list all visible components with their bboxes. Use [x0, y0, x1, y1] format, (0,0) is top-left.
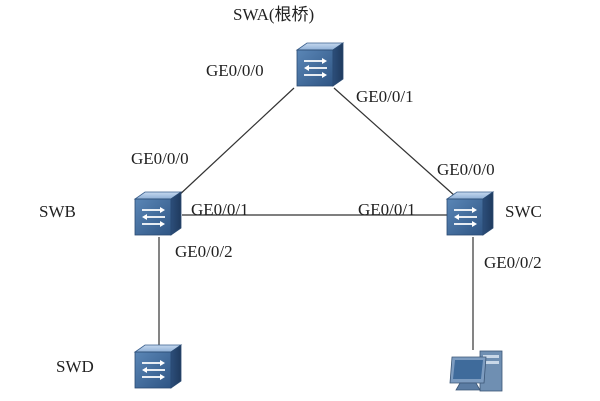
- link-swa-swc: [333, 87, 456, 197]
- desktop-computer-icon: [449, 350, 503, 392]
- swb-switch-icon: [134, 191, 182, 236]
- swa-title: SWA(根桥): [233, 5, 315, 24]
- port-swa-ge0-0-1: GE0/0/1: [356, 87, 414, 106]
- swb-label: SWB: [39, 202, 76, 221]
- swc-switch-icon: [446, 191, 494, 236]
- link-lines: [158, 87, 474, 350]
- swd-label: SWD: [56, 357, 94, 376]
- swc-label: SWC: [505, 202, 542, 221]
- port-swa-ge0-0-0: GE0/0/0: [206, 61, 264, 80]
- swa-switch-icon: [296, 42, 344, 87]
- port-swb-ge0-0-1: GE0/0/1: [191, 200, 249, 219]
- port-swb-ge0-0-0: GE0/0/0: [131, 149, 189, 168]
- port-swc-ge0-0-2: GE0/0/2: [484, 253, 542, 272]
- link-swa-swb: [175, 87, 295, 199]
- swd-switch-icon: [134, 344, 182, 389]
- port-swc-ge0-0-1: GE0/0/1: [358, 200, 416, 219]
- port-swc-ge0-0-0: GE0/0/0: [437, 160, 495, 179]
- port-swb-ge0-0-2: GE0/0/2: [175, 242, 233, 261]
